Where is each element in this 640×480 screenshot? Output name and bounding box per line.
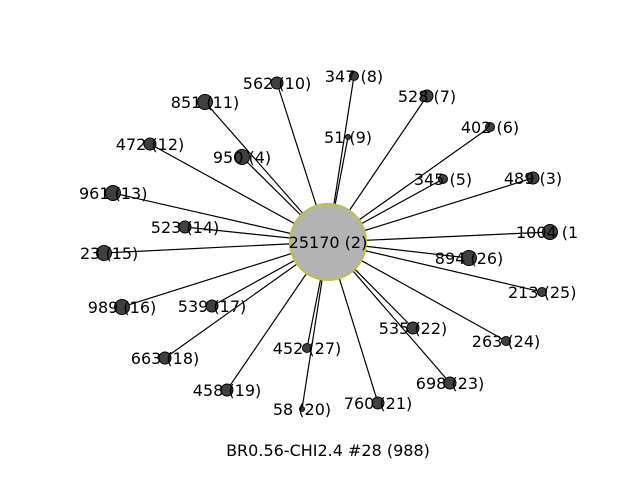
node-label-452: 452 (27) (273, 339, 341, 358)
node-263 (501, 336, 511, 346)
node-label-345: 345 (5) (414, 170, 472, 189)
node-452 (302, 343, 312, 353)
node-535 (406, 321, 420, 335)
node-label-1004: 1004 (1 (516, 223, 578, 242)
node-label-760: 760 (21) (344, 394, 412, 413)
node-213 (537, 287, 547, 297)
node-851 (197, 94, 213, 110)
node-458 (220, 383, 234, 397)
center-node-label: 25170 (2) (289, 233, 368, 252)
node-23 (96, 245, 112, 261)
node-562 (270, 76, 284, 90)
node-label-263: 263 (24) (472, 332, 540, 351)
node-label-472: 472 (12) (116, 135, 184, 154)
node-label-51: 51 (9) (324, 128, 372, 147)
node-label-489: 489 (3) (504, 169, 562, 188)
node-label-894: 894 (26) (435, 249, 503, 268)
node-label-23: 23 (15) (80, 244, 138, 263)
node-760 (371, 396, 385, 410)
node-label-213: 213 (25) (508, 283, 576, 302)
center-node (289, 203, 367, 281)
node-label-950: 950 (4) (213, 148, 271, 167)
node-523 (178, 220, 192, 234)
node-label-535: 535 (22) (379, 319, 447, 338)
label-layer: 1004 (1 489 (3) 950 (4) 345 (5) 402 (6) 528 (… (79, 67, 578, 419)
node-1004 (542, 224, 558, 240)
node-label-458: 458 (19) (193, 381, 261, 400)
node-489 (526, 171, 540, 185)
node-51 (345, 134, 351, 140)
node-950 (234, 149, 250, 165)
node-label-989: 989 (16) (88, 298, 156, 317)
node-label-347: 347 (8) (325, 67, 383, 86)
node-label-528: 528 (7) (398, 87, 456, 106)
node-894 (461, 250, 477, 266)
node-label-523: 523 (14) (151, 218, 219, 237)
node-663 (158, 351, 172, 365)
node-347 (349, 71, 359, 81)
node-528 (420, 89, 434, 103)
node-label-698: 698 (23) (416, 374, 484, 393)
node-989 (114, 299, 130, 315)
node-label-961: 961 (13) (79, 184, 147, 203)
node-961 (105, 185, 121, 201)
node-label-402: 402 (6) (461, 118, 519, 137)
node-label-851: 851 (11) (171, 93, 239, 112)
node-layer (96, 71, 558, 412)
node-label-663: 663 (18) (131, 349, 199, 368)
node-58 (299, 406, 305, 412)
node-label-562: 562 (10) (243, 74, 311, 93)
node-472 (143, 137, 157, 151)
node-539 (205, 299, 219, 313)
node-label-539: 539 (17) (178, 297, 246, 316)
node-label-58: 58 (20) (273, 400, 331, 419)
node-698 (443, 376, 457, 390)
node-345 (438, 174, 448, 184)
node-402 (485, 122, 495, 132)
figure-caption: BR0.56-CHI2.4 #28 (988) (226, 441, 430, 460)
